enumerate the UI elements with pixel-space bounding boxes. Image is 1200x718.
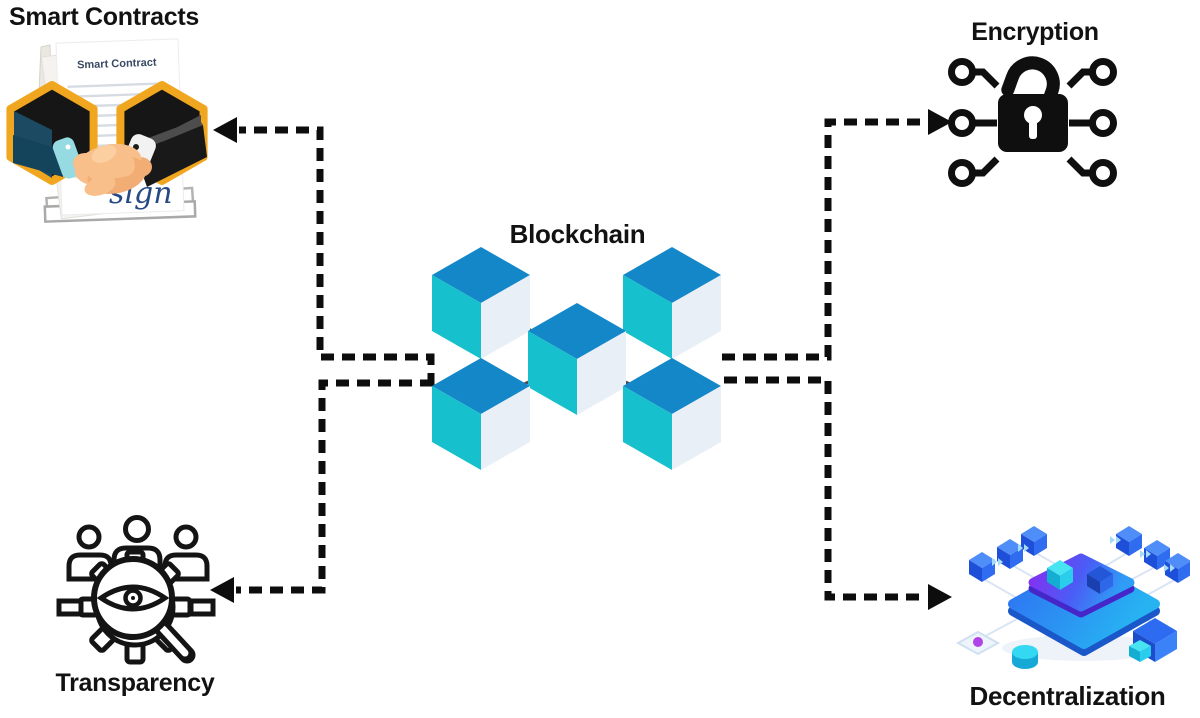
connector-encryption	[722, 118, 926, 361]
handshake-hands	[73, 143, 152, 196]
arrowhead-encryption-icon	[928, 109, 952, 135]
blockchain-label: Blockchain	[509, 219, 646, 249]
server-box	[1129, 618, 1177, 662]
keyhole	[1024, 106, 1042, 139]
main-platform	[1008, 553, 1160, 656]
arrowhead-decentralization-icon	[928, 584, 952, 610]
ground-pad	[955, 630, 1001, 656]
transparency-label: Transparency	[55, 669, 215, 697]
smart-contracts-label: Smart Contracts	[9, 3, 199, 31]
decentralization-label: Decentralization	[969, 681, 1166, 711]
cube-top-right	[623, 247, 721, 359]
eye-magnifier-gear-icon	[56, 515, 216, 665]
cube-middle	[528, 303, 626, 415]
handshake-contract-icon: Smart Contract sign	[6, 38, 208, 223]
padlock-shackle	[1001, 56, 1060, 109]
cube-top-left	[432, 247, 530, 359]
connector-transparency	[236, 379, 433, 594]
document-title: Smart Contract	[77, 57, 157, 72]
cube-bottom-right	[623, 358, 721, 470]
padlock-circuit-icon	[948, 56, 1117, 187]
chip-cube-blue	[1087, 566, 1113, 594]
encryption-label: Encryption	[971, 18, 1099, 46]
connector-smart-contracts	[239, 126, 435, 386]
chip-cube-teal	[1047, 560, 1073, 590]
isometric-network-icon	[955, 526, 1190, 669]
blockchain-cubes-icon	[432, 247, 721, 470]
magnifier-icon	[91, 556, 196, 664]
arrowhead-transparency-icon	[210, 577, 234, 603]
cube-bottom-left	[432, 358, 530, 470]
connector-decentralization	[724, 376, 926, 601]
node-cylinder	[1012, 645, 1038, 669]
arrowhead-smart-contracts-icon	[213, 117, 237, 143]
circuit-nodes	[948, 58, 1117, 187]
